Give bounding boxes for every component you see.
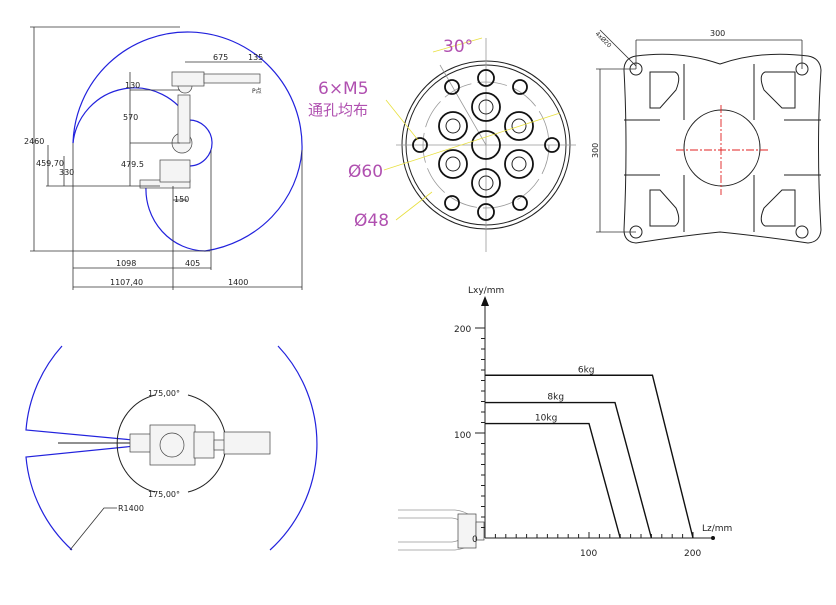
dim-459-70: 459,70	[36, 159, 64, 168]
y-tick-200: 200	[454, 325, 471, 335]
series-label-6kg: 6kg	[578, 365, 595, 375]
series-label-10kg: 10kg	[535, 414, 557, 424]
flange-d60-label: Ø60	[348, 162, 383, 182]
x-tick-200: 200	[684, 549, 701, 559]
dim-1107-40: 1107,40	[110, 278, 143, 287]
flange-holes	[412, 69, 560, 221]
flange-illustration	[398, 509, 485, 551]
load-diagram-chart: Lxy/mm Lz/mm 200 100 0 100 200 6kg 8kg 10k…	[398, 286, 732, 559]
x-tick-100: 100	[580, 549, 597, 559]
angle-bottom-label: 175,00°	[148, 490, 180, 499]
dim-330: 330	[59, 168, 74, 177]
dim-135: 135	[248, 53, 263, 62]
flange-view: 30° 6×M5 通孔均布 Ø60 Ø48	[308, 37, 576, 252]
base-plate-view: 300 300 4xØ20	[591, 29, 822, 244]
dim-405: 405	[185, 259, 200, 268]
origin-label: 0	[472, 535, 478, 545]
radius-label: R1400	[118, 504, 144, 513]
dim-479-5: 479.5	[121, 160, 144, 169]
top-view-workspace: 175,00° 175,00° R1400	[25, 345, 318, 551]
angle-top-label: 175,00°	[148, 389, 180, 398]
dim-570: 570	[123, 113, 138, 122]
series-line-10kg	[485, 422, 621, 539]
series-line-8kg	[485, 401, 653, 539]
robot-side-illustration	[139, 71, 261, 189]
robot-top-illustration	[129, 424, 271, 466]
dim-1098: 1098	[116, 259, 136, 268]
dim-150: 150	[174, 195, 189, 204]
series-label-8kg: 8kg	[547, 393, 564, 403]
outer-reach-arc	[72, 31, 303, 252]
y-tick-100: 100	[454, 431, 471, 441]
dim-2460: 2460	[24, 137, 44, 146]
dim-675: 675	[213, 53, 228, 62]
series-line-6kg	[485, 374, 694, 539]
flange-d48-label: Ø48	[354, 211, 389, 231]
x-axis-label: Lz/mm	[702, 524, 732, 534]
flange-holes-note: 通孔均布	[308, 101, 368, 119]
plate-width-label: 300	[710, 29, 725, 38]
side-view-workspace: 675 135 130 570 479.5 2460 459,70 330 15…	[24, 26, 303, 290]
inner-reach-arc	[72, 87, 191, 144]
y-axis-label: Lxy/mm	[468, 286, 504, 296]
flange-holes-label: 6×M5	[318, 79, 369, 99]
p-point-label: P点	[252, 87, 262, 95]
reach-arc-r1400	[25, 345, 166, 551]
wrist-arc	[187, 119, 213, 167]
flange-angle-label: 30°	[443, 37, 473, 57]
plate-height-label: 300	[591, 143, 600, 158]
y-axis-arrow	[481, 296, 489, 306]
dim-1400: 1400	[228, 278, 248, 287]
dim-130: 130	[125, 81, 140, 90]
